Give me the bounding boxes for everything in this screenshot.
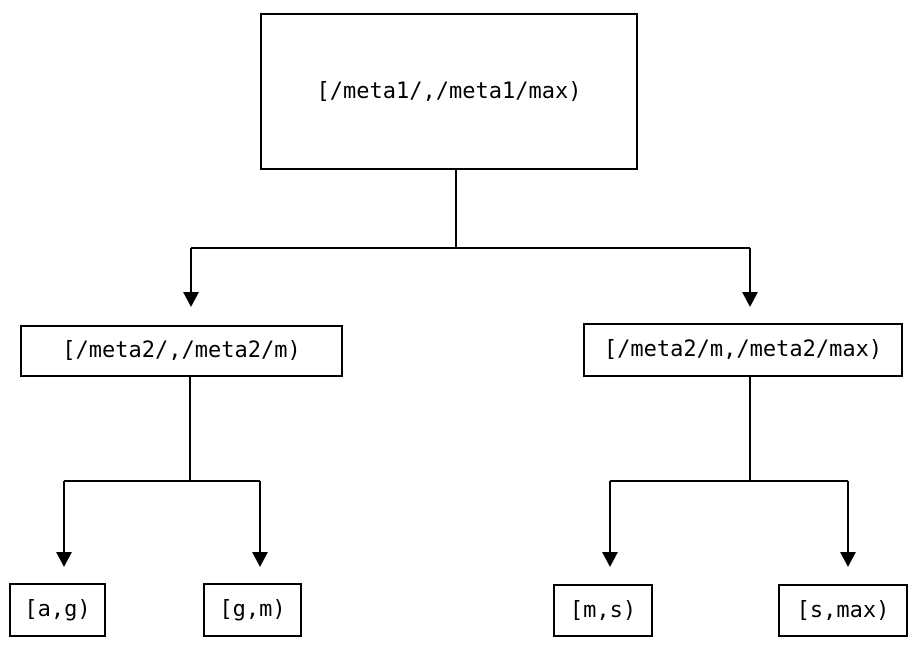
tree-node-root-label: [/meta1/,/meta1/max) — [316, 78, 582, 104]
tree-node-leaf-gm-label: [g,m) — [219, 597, 286, 622]
arrow-down-icon — [840, 552, 856, 567]
connector-line-root — [190, 170, 751, 293]
arrow-down-icon — [183, 292, 199, 307]
tree-node-leaf-ms-label: [m,s) — [569, 597, 637, 623]
arrow-down-icon — [742, 292, 758, 307]
tree-node-leaf-smax: [s,max) — [778, 584, 908, 637]
connector-line-left-subtree — [63, 377, 261, 553]
arrow-down-icon — [56, 552, 72, 567]
connector-line-right-subtree — [609, 377, 849, 553]
tree-node-leaf-ms: [m,s) — [553, 584, 653, 637]
tree-node-meta2-left: [/meta2/,/meta2/m) — [20, 325, 343, 377]
tree-node-meta2-right-label: [/meta2/m,/meta2/max) — [603, 337, 883, 362]
arrow-down-icon — [602, 552, 618, 567]
tree-node-meta2-right: [/meta2/m,/meta2/max) — [583, 323, 903, 377]
tree-node-leaf-ag-label: [a,g) — [24, 597, 91, 622]
arrow-down-icon — [252, 552, 268, 567]
tree-node-leaf-gm: [g,m) — [203, 583, 302, 637]
tree-node-root: [/meta1/,/meta1/max) — [260, 13, 638, 170]
tree-node-leaf-ag: [a,g) — [9, 583, 106, 637]
tree-node-meta2-left-label: [/meta2/,/meta2/m) — [62, 338, 301, 363]
tree-node-leaf-smax-label: [s,max) — [796, 597, 890, 623]
